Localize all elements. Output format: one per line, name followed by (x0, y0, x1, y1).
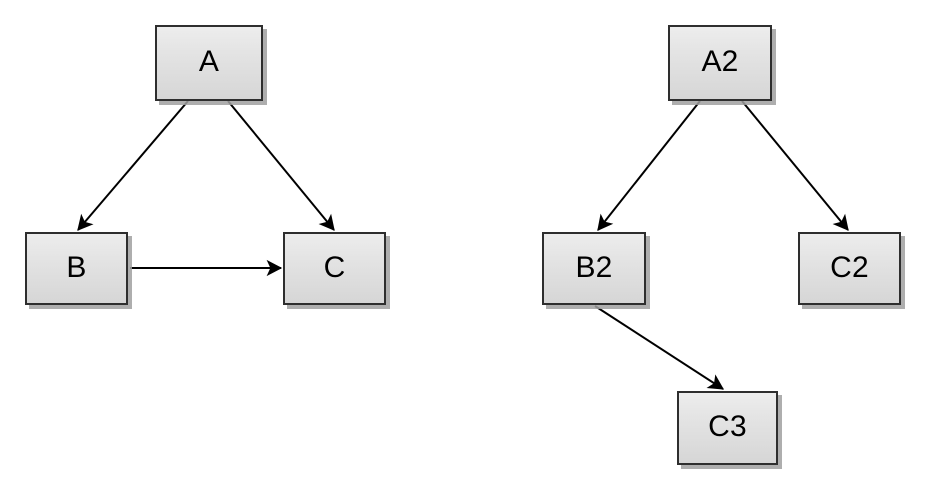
edge-a-to-b (77, 100, 189, 231)
edges-group (77, 100, 849, 390)
node-c3-label: C3 (708, 410, 747, 443)
node-a2[interactable]: A2 (668, 25, 772, 101)
node-a[interactable]: A (155, 25, 263, 101)
node-c2[interactable]: C2 (798, 232, 901, 305)
node-b-label: B (66, 250, 87, 284)
node-b2[interactable]: B2 (542, 232, 646, 305)
node-a2-label: A2 (701, 45, 739, 78)
edge-b2-to-c3 (594, 305, 725, 390)
node-c-label: C (323, 250, 346, 284)
edge-a2-to-c2 (741, 100, 849, 231)
node-a-label: A (198, 45, 220, 78)
node-b[interactable]: B (25, 232, 128, 305)
node-c2-label: C2 (830, 250, 869, 284)
node-c3[interactable]: C3 (677, 391, 778, 465)
edge-a-to-c (227, 100, 335, 231)
node-c[interactable]: C (283, 232, 386, 305)
edge-a2-to-b2 (597, 100, 701, 231)
node-b2-label: B2 (575, 250, 613, 284)
